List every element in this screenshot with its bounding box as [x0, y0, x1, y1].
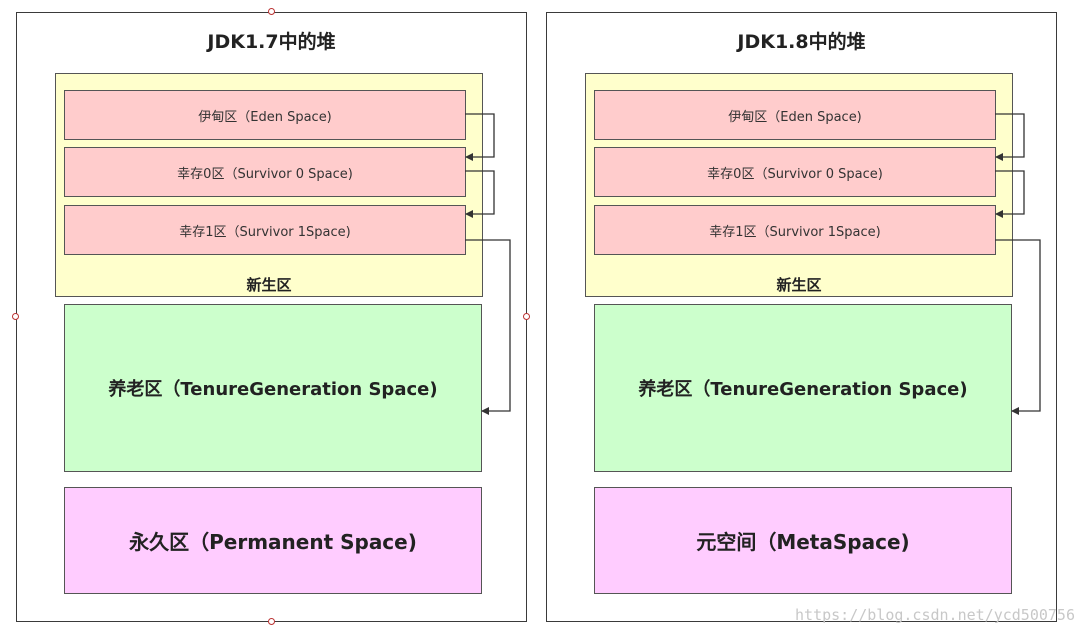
arrow-eden-to-s0-left	[465, 113, 495, 161]
jdk18-title: JDK1.8中的堆	[737, 31, 866, 53]
jdk17-title: JDK1.7中的堆	[207, 31, 336, 53]
arrow-s1-to-old-right	[995, 239, 1041, 415]
watermark-url: https://blog.csdn.net/ycd500756	[795, 606, 1075, 624]
selection-handle-bottom[interactable]	[268, 618, 275, 625]
jdk18-survivor1-space: 幸存1区（Survivor 1Space)	[594, 205, 996, 255]
arrow-eden-to-s0-right	[995, 113, 1025, 161]
jdk17-survivor1-space: 幸存1区（Survivor 1Space)	[64, 205, 466, 255]
jdk17-young-generation: 伊甸区（Eden Space) 幸存0区（Survivor 0 Space) 幸…	[55, 73, 483, 297]
jdk18-young-label: 新生区	[776, 276, 822, 294]
jdk17-permanent-space: 永久区（Permanent Space)	[64, 487, 482, 594]
jdk18-metaspace: 元空间（MetaSpace)	[594, 487, 1012, 594]
jdk18-heap-panel: JDK1.8中的堆 伊甸区（Eden Space) 幸存0区（Survivor …	[546, 12, 1057, 622]
jdk17-old-generation: 养老区（TenureGeneration Space)	[64, 304, 482, 472]
arrow-s0-to-s1-right	[995, 170, 1025, 218]
arrow-s1-to-old-left	[465, 239, 511, 415]
jdk18-old-generation: 养老区（TenureGeneration Space)	[594, 304, 1012, 472]
jdk17-young-label: 新生区	[246, 276, 292, 294]
selection-handle-top[interactable]	[268, 8, 275, 15]
jdk17-eden-space: 伊甸区（Eden Space)	[64, 90, 466, 140]
jdk18-survivor0-space: 幸存0区（Survivor 0 Space)	[594, 147, 996, 197]
selection-handle-right[interactable]	[523, 313, 530, 320]
arrow-s0-to-s1-left	[465, 170, 495, 218]
jdk18-eden-space: 伊甸区（Eden Space)	[594, 90, 996, 140]
selection-handle-left[interactable]	[12, 313, 19, 320]
jdk17-survivor0-space: 幸存0区（Survivor 0 Space)	[64, 147, 466, 197]
jdk17-heap-panel: JDK1.7中的堆 伊甸区（Eden Space) 幸存0区（Survivor …	[16, 12, 527, 622]
jdk18-young-generation: 伊甸区（Eden Space) 幸存0区（Survivor 0 Space) 幸…	[585, 73, 1013, 297]
